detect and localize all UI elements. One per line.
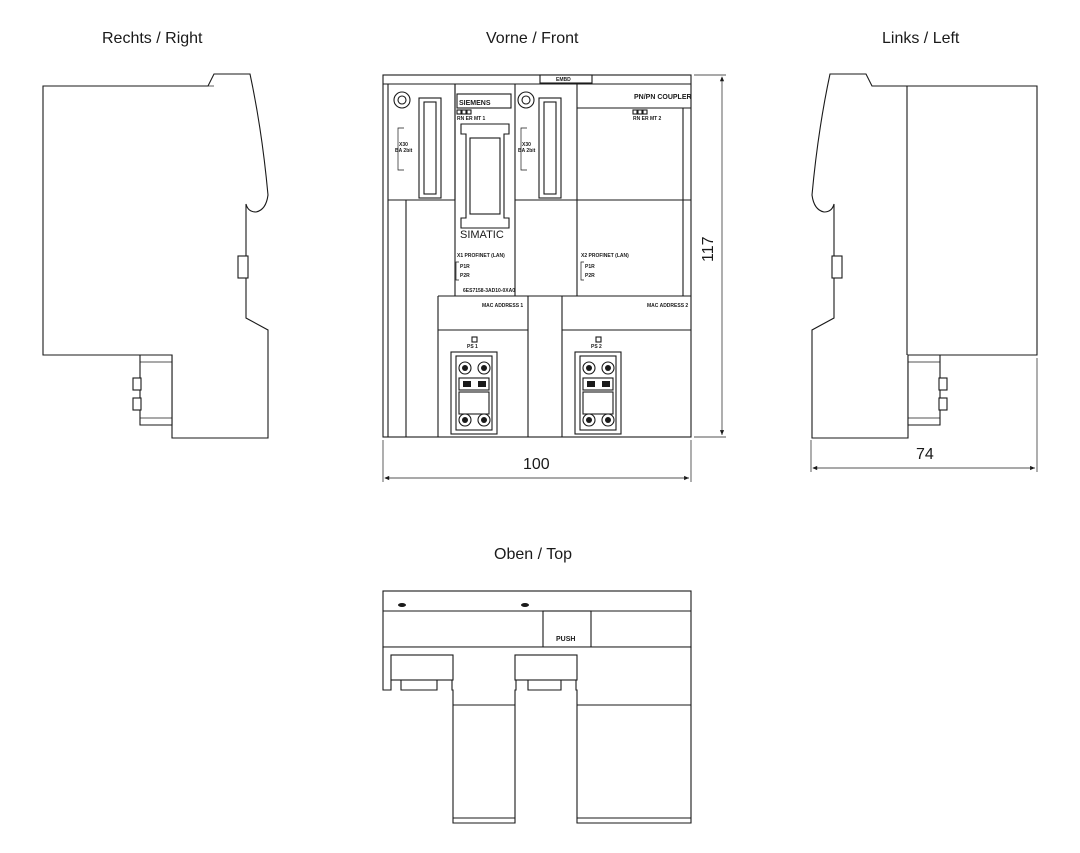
- top-view: PUSH: [382, 590, 692, 824]
- brand-label: SIEMENS: [459, 100, 491, 107]
- dimension-lines-front: [382, 74, 726, 482]
- order-number: 6ES7158-3AD10-0XA0: [463, 288, 515, 294]
- terminal-block-ps2: [574, 351, 622, 435]
- port1-p1r: P1R: [460, 264, 470, 270]
- view-title-right: Rechts / Right: [102, 30, 203, 47]
- status-leds-1: RN ER MT 1: [457, 116, 486, 122]
- port2-p1r: P1R: [585, 264, 595, 270]
- view-title-left: Links / Left: [882, 30, 960, 47]
- view-title-top: Oben / Top: [494, 546, 572, 563]
- slot-label-1: X30: [399, 142, 408, 148]
- slot-label-2: X30: [522, 142, 531, 148]
- terminal-block-ps1: [450, 351, 498, 435]
- right-side-view: [42, 73, 269, 439]
- ps2-label: PS 2: [591, 344, 602, 350]
- ps1-label: PS 1: [467, 344, 478, 350]
- port2-p2r: P2R: [585, 273, 595, 279]
- mac-address-1: MAC ADDRESS 1: [482, 303, 523, 309]
- series-label: SIMATIC: [460, 229, 504, 241]
- slot-sub-2: BA 2bit: [518, 148, 536, 154]
- view-title-front: Vorne / Front: [486, 30, 579, 47]
- status-leds-2: RN ER MT 2: [633, 116, 662, 122]
- front-view: EMBD X30 BA 2bit SIEMENS RN ER MT 1 SIMA…: [382, 74, 692, 438]
- mac-address-2: MAC ADDRESS 2: [647, 303, 688, 309]
- top-ejector-label: EMBD: [556, 77, 571, 83]
- port2-label: X2 PROFINET (LAN): [581, 253, 629, 259]
- port1-p2r: P2R: [460, 273, 470, 279]
- port1-label: X1 PROFINET (LAN): [457, 253, 505, 259]
- slot-sub-1: BA 2bit: [395, 148, 413, 154]
- left-side-view: [810, 73, 1038, 472]
- dimension-width-100: 100: [523, 456, 550, 473]
- push-label: PUSH: [556, 636, 575, 643]
- dimension-depth-74: 74: [916, 446, 934, 463]
- product-label: PN/PN COUPLER: [634, 94, 692, 101]
